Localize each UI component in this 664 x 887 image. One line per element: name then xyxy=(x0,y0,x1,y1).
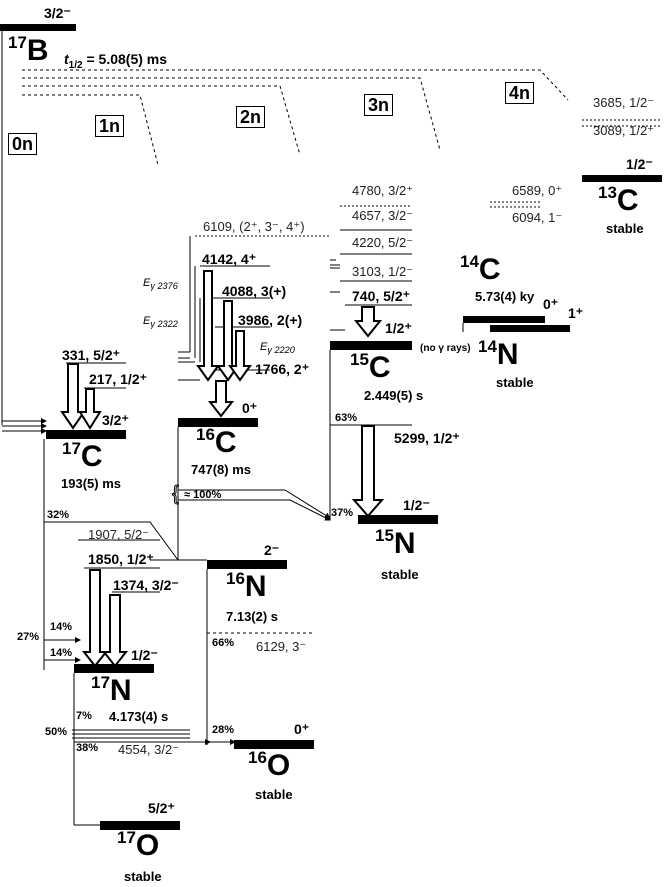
n17-level-1: 1907, 5/2⁻ xyxy=(88,527,150,542)
n15-stable: stable xyxy=(381,567,419,582)
c16-level-1: 6109, (2⁺, 3⁻, 4⁺) xyxy=(203,219,305,234)
c17-gs-spin: 3/2⁺ xyxy=(102,412,129,428)
c13-nuclide: 13C xyxy=(598,183,639,217)
c16-level-3: 4088, 3(+) xyxy=(222,283,287,299)
c13-level-2: 3089, 1/2⁺ xyxy=(593,123,655,138)
channel-4n: 4n xyxy=(505,82,535,104)
c15-gs-spin: 1/2⁺ xyxy=(385,320,412,336)
c17-branch-3: 27% xyxy=(17,631,40,643)
n17-branch-2: 50% xyxy=(45,726,68,738)
c17-halflife: 193(5) ms xyxy=(61,476,121,491)
b17-gs-bar xyxy=(0,24,76,31)
n17-level-4: 4554, 3/2⁻ xyxy=(118,742,180,757)
c16-egamma-1: Eγ 2376 xyxy=(143,277,178,292)
n15-gs-spin: 1/2⁻ xyxy=(403,497,430,513)
n14-nuclide: 14N xyxy=(478,337,519,371)
c14-nuclide: 14C xyxy=(460,252,501,286)
n17-nuclide: 17N xyxy=(91,673,132,707)
channel-2n: 2n xyxy=(236,106,266,128)
b17-spin: 3/2⁻ xyxy=(44,5,71,21)
c16-level-2: 4142, 4⁺ xyxy=(202,251,257,267)
channel-0n: 0n xyxy=(8,133,38,155)
c16-nuclide: 16C xyxy=(196,425,237,459)
n16-gs-spin: 2⁻ xyxy=(264,542,280,558)
n16-branch-2: 28% xyxy=(212,724,235,736)
n14-gs-spin: 1⁺ xyxy=(568,305,584,321)
o17-nuclide: 17O xyxy=(117,828,160,862)
o17-stable: stable xyxy=(124,869,162,884)
c17-level-2: 217, 1/2⁺ xyxy=(89,371,147,387)
b17-nuclide: 17B xyxy=(8,33,49,67)
c16-halflife: 747(8) ms xyxy=(191,462,251,477)
c16-level-4: 3986, 2(+) xyxy=(238,312,303,328)
n15-nuclide: 15N xyxy=(375,526,416,560)
c15-halflife: 2.449(5) s xyxy=(364,388,424,403)
c15-nuclide: 15C xyxy=(350,350,391,384)
c16-egamma-3: Eγ 2220 xyxy=(260,341,295,356)
n16-branch-1: 66% xyxy=(212,637,235,649)
c17-nuclide: 17C xyxy=(62,439,103,473)
c13-stable: stable xyxy=(606,221,644,236)
o16-stable: stable xyxy=(255,787,293,802)
svg-text:{: { xyxy=(172,483,179,505)
c15-level-5: 740, 5/2⁺ xyxy=(352,288,410,304)
c17-branch-1: 32% xyxy=(47,509,70,521)
n16-nuclide: 16N xyxy=(226,569,267,603)
c15-level-2: 4657, 3/2⁻ xyxy=(352,208,414,223)
c16-egamma-2: Eγ 2322 xyxy=(143,315,178,330)
c13-gs-spin: 1/2⁻ xyxy=(626,156,653,172)
c17-branch-2: 14% xyxy=(50,621,73,633)
n17-halflife: 4.173(4) s xyxy=(109,709,169,724)
n17-branch-1: 7% xyxy=(76,710,92,722)
o16-gs-spin: 0⁺ xyxy=(294,721,310,737)
n16-level-1: 6129, 3⁻ xyxy=(256,639,307,654)
channel-3n: 3n xyxy=(364,94,394,116)
b17-halflife: t1/2 = 5.08(5) ms xyxy=(64,51,168,71)
n17-gs-spin: 1/2⁻ xyxy=(131,647,158,663)
c14-halflife: 5.73(4) ky xyxy=(475,289,535,304)
c16-branch-1: ≈ 100% xyxy=(184,489,222,501)
c17-branch-4: 14% xyxy=(50,647,73,659)
c16-level-5: 1766, 2⁺ xyxy=(255,361,310,377)
c14-level-2: 6094, 1⁻ xyxy=(512,210,563,225)
c15-level-4: 3103, 1/2⁻ xyxy=(352,264,414,279)
c14-gs-spin: 0⁺ xyxy=(543,296,559,312)
c13-level-1: 3685, 1/2⁻ xyxy=(593,95,655,110)
c14-level-1: 6589, 0⁺ xyxy=(512,183,563,198)
o16-nuclide: 16O xyxy=(248,748,291,782)
c15-branch-2: 37% xyxy=(331,507,354,519)
n15-level-1: 5299, 1/2⁺ xyxy=(394,430,460,446)
n17-level-3: 1374, 3/2⁻ xyxy=(113,577,179,593)
n14-stable: stable xyxy=(496,375,534,390)
c16-gs-spin: 0⁺ xyxy=(242,400,258,416)
n17-branch-3: 38% xyxy=(76,742,99,754)
channel-1n: 1n xyxy=(95,115,125,137)
o17-gs-spin: 5/2⁺ xyxy=(148,800,175,816)
n14-note: (no γ rays) xyxy=(420,343,471,354)
n16-halflife: 7.13(2) s xyxy=(226,609,279,624)
c17-level-1: 331, 5/2⁺ xyxy=(62,347,120,363)
n17-level-2: 1850, 1/2⁺ xyxy=(88,551,154,567)
c15-level-1: 4780, 3/2⁺ xyxy=(352,183,414,198)
c15-branch-1: 63% xyxy=(335,412,358,424)
c15-level-3: 4220, 5/2⁻ xyxy=(352,235,414,250)
